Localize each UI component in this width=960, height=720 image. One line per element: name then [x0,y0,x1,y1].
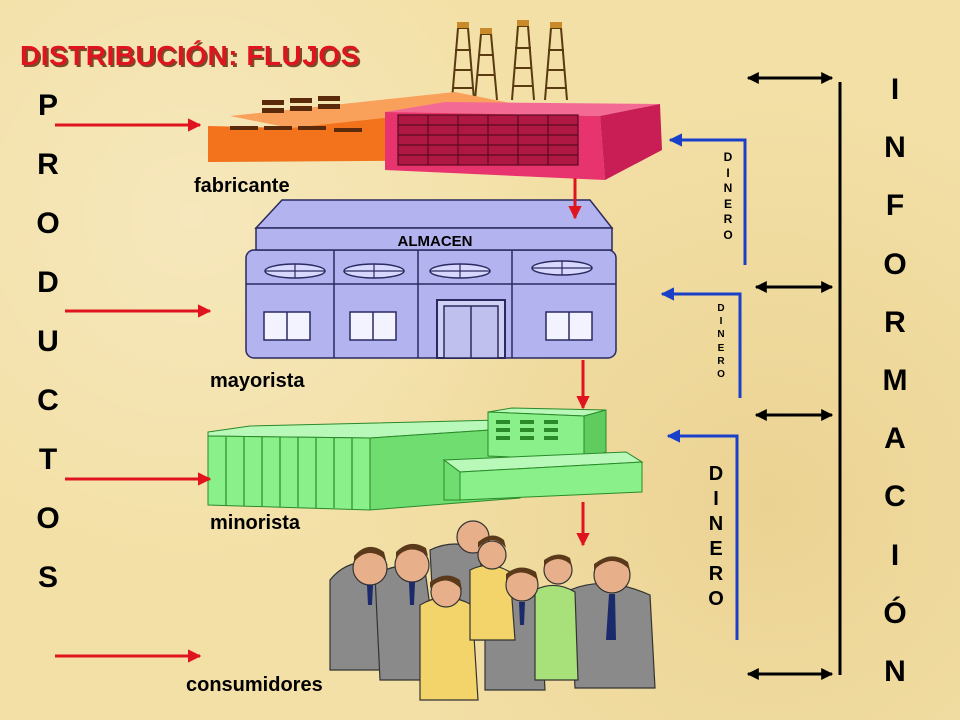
dinero-letter: D [717,303,725,314]
informacion-letter: F [885,189,905,223]
dinero-letter: I [719,316,723,328]
dinero-letter: O [717,368,725,380]
informacion-vertical-label: I N F O R M A C I Ó N [875,70,915,710]
informacion-letter: A [884,422,906,456]
label-mayorista: mayorista [210,370,305,392]
productos-letter: U [37,325,59,358]
productos-vertical-label: P R O D U C T O S [30,86,66,617]
dinero-letter: N [708,513,724,535]
informacion-letter: Ó [883,596,907,630]
productos-letter: P [37,89,58,122]
productos-letter: T [38,443,58,476]
dinero-label-mayorista: D I N E R O [711,303,731,382]
dinero-letter: O [723,227,733,242]
dinero-letter: R [717,355,725,367]
dinero-letter: R [708,563,724,585]
label-consumidores: consumidores [186,674,323,696]
label-fabricante: fabricante [194,175,290,197]
dinero-letter: D [723,150,733,164]
productos-letter: S [37,561,58,594]
informacion-letter: I [890,73,900,106]
informacion-letter: N [884,131,906,165]
dinero-letter: R [723,212,733,226]
dinero-letter: O [708,588,724,610]
productos-letter: C [37,384,59,417]
almacen-sign: ALMACEN [398,233,473,250]
productos-letter: D [37,266,59,299]
consumers-illustration [329,520,656,701]
page-title: DISTRIBUCIÓN: FLUJOS [20,40,360,71]
dinero-letter: E [717,342,725,354]
money-arrow-to-minorista [666,429,739,640]
dinero-letter: N [723,181,733,195]
dinero-letter: E [709,538,723,560]
factory-illustration [208,20,662,180]
label-minorista: minorista [210,512,301,534]
informacion-letter: I [890,538,900,572]
informacion-letter: C [884,480,906,514]
informacion-letter: R [884,305,906,339]
money-arrow-to-fabricante [668,133,747,265]
dinero-letter: D [708,463,724,485]
productos-letter: O [36,502,60,535]
dinero-letter: I [713,488,719,510]
dinero-label-fabricante: D I N E R O [718,150,738,243]
productos-letter: O [36,207,60,240]
informacion-letter: M [882,363,908,397]
dinero-letter: E [723,196,732,211]
warehouse-illustration: ALMACEN [245,199,617,359]
retail-store-illustration [207,407,644,511]
dinero-letter: N [717,329,725,341]
money-arrow-to-mayorista [660,287,742,398]
dinero-label-minorista: D I N E R O [703,462,729,612]
informacion-letter: N [884,654,906,688]
dinero-letter: I [726,165,730,180]
productos-letter: R [37,148,59,181]
informacion-letter: O [883,247,907,281]
